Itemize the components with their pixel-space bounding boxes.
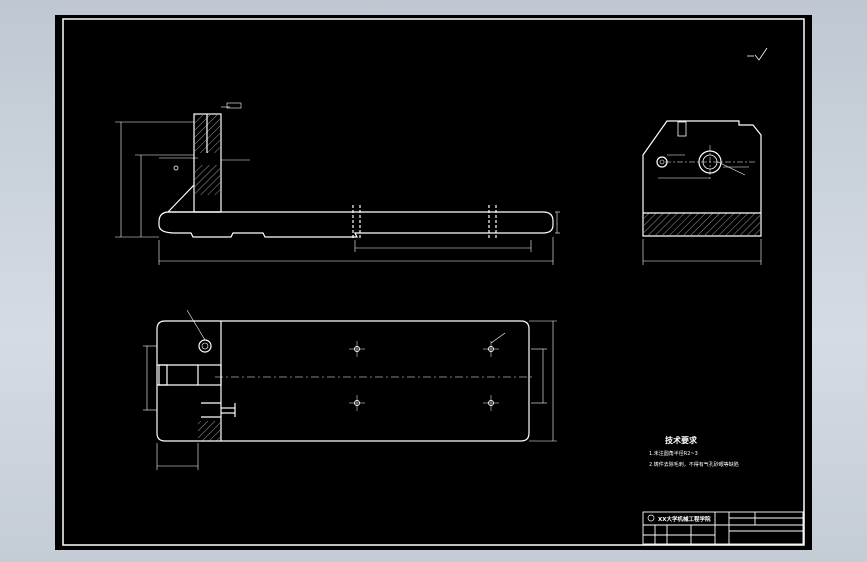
front-view-dimensions <box>115 102 560 265</box>
side-view-dimensions <box>642 154 762 265</box>
title-block-org: XX大学机械工程学院 <box>658 515 711 523</box>
notes-item-2: 2.铸件去除毛刺，不得有气孔砂眼等缺陷 <box>649 461 739 468</box>
drawing-sheet[interactable]: 技术要求 1.未注圆角半径R2~3 2.铸件去除毛刺，不得有气孔砂眼等缺陷 XX… <box>55 15 812 550</box>
top-view <box>156 320 535 442</box>
roughness-symbol <box>747 47 768 61</box>
technical-notes: 技术要求 1.未注圆角半径R2~3 2.铸件去除毛刺，不得有气孔砂眼等缺陷 <box>649 435 739 468</box>
sheet-border <box>62 18 805 546</box>
notes-heading: 技术要求 <box>665 435 698 445</box>
notes-item-1: 1.未注圆角半径R2~3 <box>649 450 698 457</box>
front-view <box>158 113 554 240</box>
top-view-dimensions <box>143 309 557 470</box>
title-block <box>642 511 804 545</box>
drawing-canvas: 技术要求 1.未注圆角半径R2~3 2.铸件去除毛刺，不得有气孔砂眼等缺陷 XX… <box>62 18 805 546</box>
side-view <box>642 120 762 237</box>
